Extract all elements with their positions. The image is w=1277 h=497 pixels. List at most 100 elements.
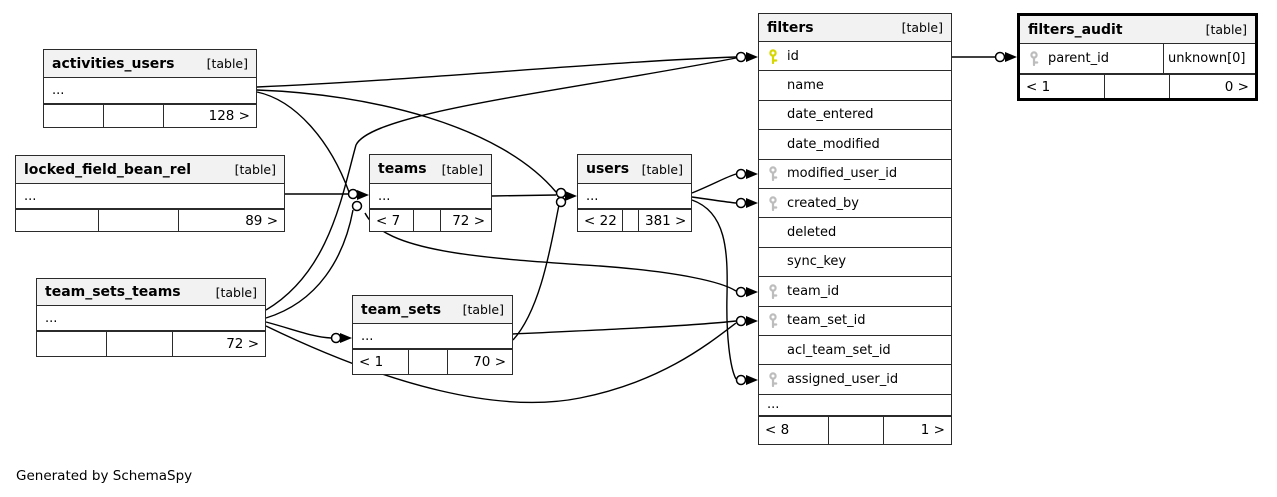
key-icon-slot: [767, 284, 787, 299]
key-icon-slot: [767, 313, 787, 329]
arrowhead-icon: [746, 287, 758, 297]
column-name: ...: [378, 188, 391, 204]
table-name[interactable]: locked_field_bean_rel: [24, 161, 191, 178]
column-row-ellipsis: ...: [353, 324, 512, 349]
table-type-label: [table]: [234, 162, 276, 177]
edge-teams-users: [491, 194, 557, 197]
arrowhead-icon: [1005, 52, 1017, 62]
column-name: name: [787, 78, 824, 94]
column-row-modified_user_id: modified_user_id: [759, 160, 951, 189]
foreign-key-icon: [769, 195, 778, 211]
table-type-label: [table]: [1205, 22, 1247, 37]
table-stats-row: 72 >: [37, 331, 265, 356]
foreign-key-icon: [1030, 51, 1039, 66]
stats-cell-0: < 8: [759, 416, 829, 444]
stats-cell-0: [44, 105, 104, 127]
stats-cell-2: 72 >: [452, 212, 485, 229]
column-cell: parent_id: [1020, 44, 1163, 73]
stats-cell-1: [1105, 75, 1170, 98]
column-row-ellipsis: ...: [44, 78, 256, 104]
column-name: sync_key: [787, 254, 847, 270]
cardinality-circle-icon: [735, 374, 747, 386]
table-header: filters_audit [table]: [1020, 16, 1255, 44]
stats-cell-0: [16, 210, 99, 231]
cardinality-circle-icon: [994, 51, 1006, 63]
arrowhead-icons: [340, 52, 1017, 385]
stats-cell-2: 89 >: [245, 212, 278, 229]
column-name: ...: [767, 397, 780, 413]
column-name: deleted: [787, 225, 837, 241]
stats-cell-0: [37, 332, 107, 356]
cardinality-circle-icon: [330, 332, 342, 344]
foreign-key-icon: [769, 284, 778, 299]
stats-cell-0: < 1: [353, 350, 409, 374]
table-node-activities_users[interactable]: activities_users[table]...128 >: [43, 49, 257, 128]
table-name[interactable]: team_sets_teams: [45, 284, 181, 300]
table-type-label: [table]: [215, 284, 257, 300]
key-icon-slot: [767, 372, 787, 387]
column-name: acl_team_set_id: [787, 342, 891, 358]
column-name: created_by: [787, 195, 859, 211]
stats-cell-0: < 1: [1020, 75, 1105, 98]
column-row-team_set_id: team_set_id: [759, 307, 951, 336]
cardinality-circle-icon: [735, 51, 747, 63]
column-row-acl_team_set_id: acl_team_set_id: [759, 336, 951, 366]
table-name[interactable]: activities_users: [52, 55, 175, 72]
column-name: ...: [361, 328, 374, 344]
column-row-name: name: [759, 71, 951, 101]
table-name[interactable]: filters: [767, 19, 814, 36]
key-icon-slot: [767, 195, 787, 211]
column-row-created_by: created_by: [759, 189, 951, 219]
column-name: assigned_user_id: [787, 371, 899, 387]
cardinality-circle-icon: [351, 200, 363, 212]
stats-cell-1: [107, 332, 173, 356]
table-name[interactable]: teams: [378, 161, 427, 177]
column-row-ellipsis: ...: [16, 184, 284, 209]
column-row-ellipsis: ...: [370, 184, 491, 209]
column-row-team_id: team_id: [759, 277, 951, 307]
edge-users-filters-modified_user_id: [691, 173, 737, 194]
column-name: ...: [586, 188, 599, 204]
edge-users-filters-assigned_user_id: [691, 199, 737, 380]
table-name[interactable]: filters_audit: [1028, 21, 1123, 38]
table-type-label: [table]: [462, 302, 504, 317]
table-node-locked_field_bean_rel[interactable]: locked_field_bean_rel [table]... 89 >: [15, 155, 285, 232]
edge-team_sets-users: [512, 204, 560, 341]
table-header: locked_field_bean_rel [table]: [16, 156, 284, 184]
table-node-team_sets_teams[interactable]: team_sets_teams[table]...72 >: [36, 278, 266, 357]
stats-cell-1: [623, 210, 639, 231]
edge-users-filters-created_by: [691, 196, 737, 204]
cardinality-circle-icon: [735, 315, 747, 327]
column-name: ...: [24, 188, 37, 204]
edge-activities_users-filters-id: [256, 56, 737, 88]
table-header: team_sets_teams [table]: [37, 279, 265, 306]
table-name[interactable]: users: [586, 161, 630, 177]
column-name: modified_user_id: [787, 166, 898, 182]
stats-cell-2: 128 >: [208, 108, 250, 124]
edge-team_sets_teams-teams: [265, 209, 354, 319]
column-row-date_modified: date_modified: [759, 130, 951, 160]
column-name: date_entered: [787, 107, 874, 123]
table-header: filters[table]: [759, 14, 951, 42]
cardinality-circle-icon: [735, 168, 747, 180]
edge-activities_users-teams: [256, 91, 350, 193]
arrowhead-icon: [746, 169, 758, 179]
stats-cell-0: < 22: [578, 210, 623, 231]
stats-cell-1: [409, 350, 448, 374]
table-name[interactable]: team_sets: [361, 301, 442, 318]
stats-cell-2: 72 >: [226, 336, 259, 352]
key-icon-slot: [767, 166, 787, 182]
table-stats-row: 128 >: [44, 104, 256, 127]
column-name: team_id: [787, 283, 840, 299]
column-name: team_set_id: [787, 313, 866, 329]
stats-cell-1: [414, 210, 441, 231]
